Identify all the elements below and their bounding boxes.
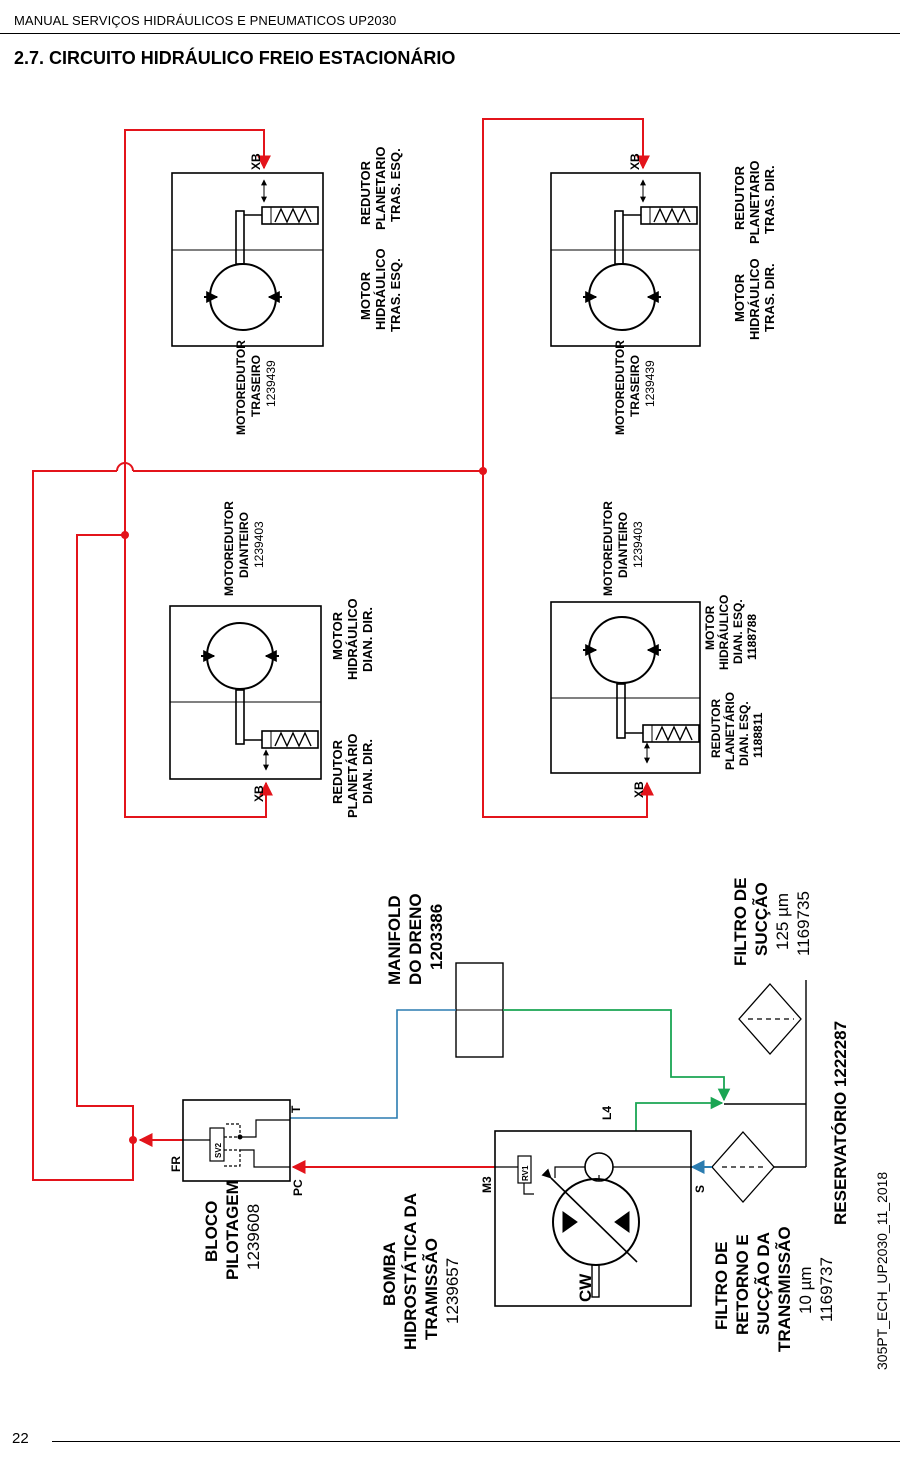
suction-filter-line2: SUCÇÃO	[751, 882, 771, 956]
rear-right-motoredutor-type: TRASEIRO	[628, 355, 642, 417]
return-filter-code: 1169737	[817, 1257, 836, 1322]
svg-text:MOTOREDUTOR: MOTOREDUTOR	[234, 340, 248, 435]
front-left-motor-line2: HIDRÁULICO	[345, 598, 360, 680]
rear-left-xb-port: XB	[249, 153, 263, 170]
header-rule	[0, 33, 900, 34]
reservoir-label: RESERVATÓRIO 1222287	[831, 1021, 850, 1225]
pilot-junctions	[121, 467, 487, 1144]
front-right-motor-line1: MOTOR	[703, 605, 717, 650]
rear-left-motoredutor-type: TRASEIRO	[249, 355, 263, 417]
front-right-motor-line3: DIAN. ESQ.	[731, 599, 745, 664]
suction-filter-code: 1169735	[794, 891, 813, 956]
front-right-redutor-line3: DIAN. ESQ.	[737, 701, 751, 766]
return-filter-micron: 10 µm	[796, 1266, 815, 1314]
reservoir	[724, 980, 807, 1168]
rear-left-motoredutor-label: MOTOREDUTOR	[234, 340, 248, 435]
front-left-motor-line3: DIAN. DIR.	[360, 607, 375, 672]
rear-left-motor-line1: MOTOR	[358, 271, 373, 320]
pilot-block-line2: PILOTAGEM	[223, 1180, 242, 1280]
pump-l4-return-line	[635, 1096, 724, 1131]
front-left-motor-line1: MOTOR	[330, 611, 345, 660]
pilot-lines	[32, 118, 654, 1181]
suction-filter-line1: FILTRO DE	[731, 878, 750, 966]
front-right-redutor-code: 1188811	[751, 712, 765, 758]
suction-filter-micron: 125 µm	[773, 893, 792, 950]
section-title: 2.7. CIRCUITO HIDRÁULICO FREIO ESTACIONÁ…	[14, 48, 456, 68]
rear-right-motoredutor-label: MOTOREDUTOR	[613, 340, 627, 435]
front-right-motor-line2: HIDRÁULICO	[716, 595, 731, 670]
rear-left-motoredutor	[171, 172, 324, 347]
return-filter-line4: TRANSMISSÃO	[774, 1226, 794, 1352]
manifold-block	[455, 962, 504, 1058]
front-left-redutor-line1: REDUTOR	[330, 739, 345, 804]
pilot-block	[182, 1099, 291, 1182]
rear-right-redutor-line2: PLANETARIO	[747, 160, 762, 244]
pump-rotation-cw: CW	[576, 1273, 595, 1302]
pump-line1: BOMBA	[380, 1242, 399, 1306]
rear-right-motor-line2: HIDRÁULICO	[747, 258, 762, 340]
manifold-line2: DO DRENO	[406, 893, 425, 985]
rear-right-motoredutor-code: 1239439	[643, 360, 657, 407]
return-filter-line3: SUCÇÃO DA	[753, 1232, 773, 1335]
return-filter-line2: RETORNO E	[733, 1234, 752, 1335]
pump-line2: HIDROSTÁTICA DA	[401, 1193, 420, 1350]
rear-right-redutor-line1: REDUTOR	[732, 165, 747, 230]
front-left-redutor-line3: DIAN. DIR.	[360, 739, 375, 804]
suction-filter-symbol	[738, 983, 802, 1055]
rear-right-motor-line1: MOTOR	[732, 273, 747, 322]
pilot-solenoid-valve: SV2	[214, 1142, 223, 1158]
rear-right-xb-port: XB	[628, 153, 642, 170]
front-right-xb-port: XB	[632, 781, 646, 798]
manual-title: MANUAL SERVIÇOS HIDRÁULICOS E PNEUMATICO…	[14, 13, 397, 28]
pump-port-m3: M3	[480, 1176, 494, 1193]
manifold-line1: MANIFOLD	[385, 895, 404, 985]
front-right-motoredutor-code: 1239403	[631, 521, 645, 568]
rear-right-motor-line3: TRAS. DIR.	[762, 263, 777, 332]
page-number: 22	[12, 1430, 29, 1447]
svg-text:TRASEIRO: TRASEIRO	[249, 355, 263, 417]
front-right-redutor-line2: PLANETÁRIO	[722, 692, 737, 770]
front-left-redutor-line2: PLANETÁRIO	[345, 734, 360, 819]
hydrostatic-pump	[494, 1130, 692, 1307]
rear-left-redutor-line2: PLANETARIO	[373, 146, 388, 230]
pilot-port-fr: FR	[169, 1156, 183, 1172]
svg-text:1239439: 1239439	[264, 360, 278, 407]
front-right-motoredutor-type: DIANTEIRO	[616, 512, 630, 578]
front-left-xb-port: XB	[252, 785, 266, 802]
pump-port-l4: L4	[600, 1106, 614, 1120]
pilot-port-pc: PC	[291, 1179, 305, 1196]
rear-left-motor-line3: TRAS. ESQ.	[388, 258, 403, 332]
front-left-motoredutor-type: DIANTEIRO	[237, 512, 251, 578]
rear-left-motoredutor-code: 1239439	[264, 360, 278, 407]
front-left-motoredutor-code: 1239403	[252, 521, 266, 568]
rear-right-redutor-line3: TRAS. DIR.	[762, 165, 777, 234]
pump-port-s: S	[693, 1185, 707, 1193]
pilot-port-t: T	[289, 1105, 303, 1113]
rear-right-motoredutor	[550, 172, 701, 347]
pump-code: 1239657	[443, 1258, 462, 1324]
rear-left-redutor-line1: REDUTOR	[358, 160, 373, 225]
front-left-motoredutor-label: MOTOREDUTOR	[222, 501, 236, 596]
pump-line3: TRAMISSÃO	[421, 1238, 441, 1340]
reference-code: 305PT_ECH_UP2030_11_2018	[874, 1172, 890, 1370]
front-left-motoredutor	[169, 605, 322, 780]
pilot-block-code: 1239608	[244, 1204, 263, 1270]
pilot-block-line1: BLOCO	[202, 1201, 221, 1262]
front-right-motoredutor	[550, 601, 701, 774]
front-right-motor-code: 1188788	[745, 614, 759, 660]
front-right-motoredutor-label: MOTOREDUTOR	[601, 501, 615, 596]
manifold-code: 1203386	[427, 904, 446, 970]
manifold-return-line	[503, 1009, 731, 1102]
front-right-redutor-line1: REDUTOR	[709, 699, 723, 758]
rear-left-redutor-line3: TRAS. ESQ.	[388, 148, 403, 222]
footer-rule	[52, 1441, 900, 1442]
rear-left-motor-line2: HIDRÁULICO	[373, 248, 388, 330]
return-filter-line1: FILTRO DE	[712, 1242, 731, 1330]
drain-line	[290, 1009, 456, 1119]
return-filter-symbol	[711, 1131, 775, 1203]
pump-relief-valve: RV1	[521, 1165, 530, 1181]
